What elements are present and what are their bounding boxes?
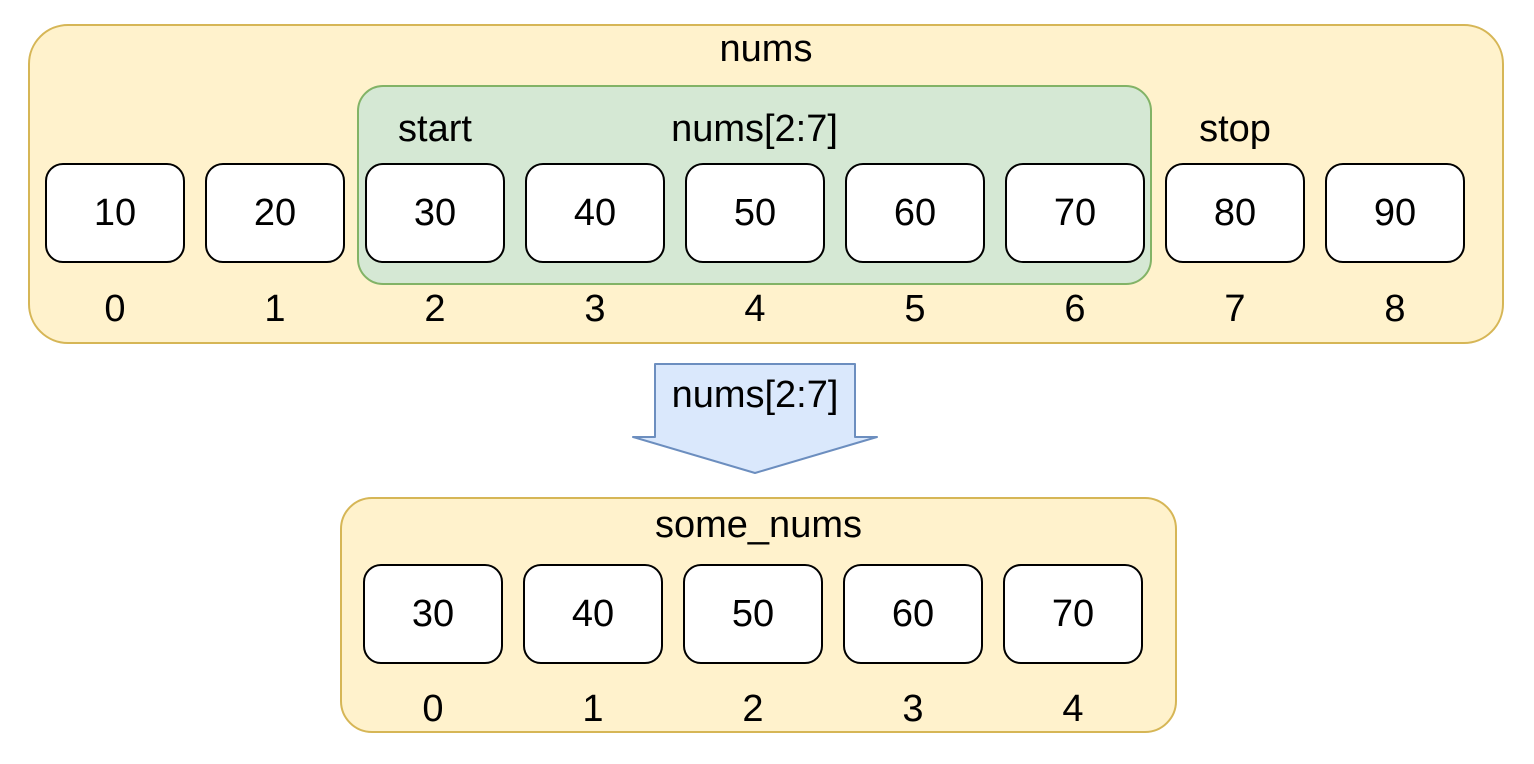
nums-cell: 50 bbox=[685, 163, 825, 263]
slice-stop-label: stop bbox=[1199, 108, 1271, 150]
nums-index-label: 3 bbox=[584, 288, 606, 330]
nums-cell: 40 bbox=[525, 163, 665, 263]
some-nums-cell: 30 bbox=[363, 564, 503, 664]
slice-region-label: nums[2:7] bbox=[671, 108, 838, 150]
nums-index-label: 8 bbox=[1384, 288, 1406, 330]
some-nums-index-label: 4 bbox=[1062, 688, 1084, 730]
some-nums-indices-row: 0 1 2 3 4 bbox=[363, 686, 1143, 732]
nums-cell: 80 bbox=[1165, 163, 1305, 263]
arrow-slice-label: nums[2:7] bbox=[671, 374, 839, 416]
some-nums-cell: 40 bbox=[523, 564, 663, 664]
down-arrow-icon bbox=[632, 363, 878, 474]
some-nums-index-label: 2 bbox=[742, 688, 764, 730]
nums-cell: 10 bbox=[45, 163, 185, 263]
nums-list-title: nums bbox=[719, 28, 813, 70]
some-nums-cell: 60 bbox=[843, 564, 983, 664]
some-nums-index-label: 1 bbox=[582, 688, 604, 730]
nums-cell: 60 bbox=[845, 163, 985, 263]
nums-index-label: 6 bbox=[1064, 288, 1086, 330]
nums-cell: 20 bbox=[205, 163, 345, 263]
some-nums-list-title: some_nums bbox=[655, 504, 862, 546]
nums-cell: 30 bbox=[365, 163, 505, 263]
down-arrow-shape bbox=[632, 363, 878, 474]
nums-index-label: 1 bbox=[264, 288, 286, 330]
nums-cell: 70 bbox=[1005, 163, 1145, 263]
nums-index-label: 2 bbox=[424, 288, 446, 330]
nums-indices-row: 0 1 2 3 4 5 6 7 8 bbox=[45, 286, 1465, 332]
some-nums-index-label: 0 bbox=[422, 688, 444, 730]
nums-index-label: 5 bbox=[904, 288, 926, 330]
some-nums-index-label: 3 bbox=[902, 688, 924, 730]
nums-index-label: 4 bbox=[744, 288, 766, 330]
nums-index-label: 0 bbox=[104, 288, 126, 330]
nums-index-label: 7 bbox=[1224, 288, 1246, 330]
some-nums-cell: 50 bbox=[683, 564, 823, 664]
nums-cell: 90 bbox=[1325, 163, 1465, 263]
some-nums-cell: 70 bbox=[1003, 564, 1143, 664]
slice-start-label: start bbox=[398, 108, 472, 150]
